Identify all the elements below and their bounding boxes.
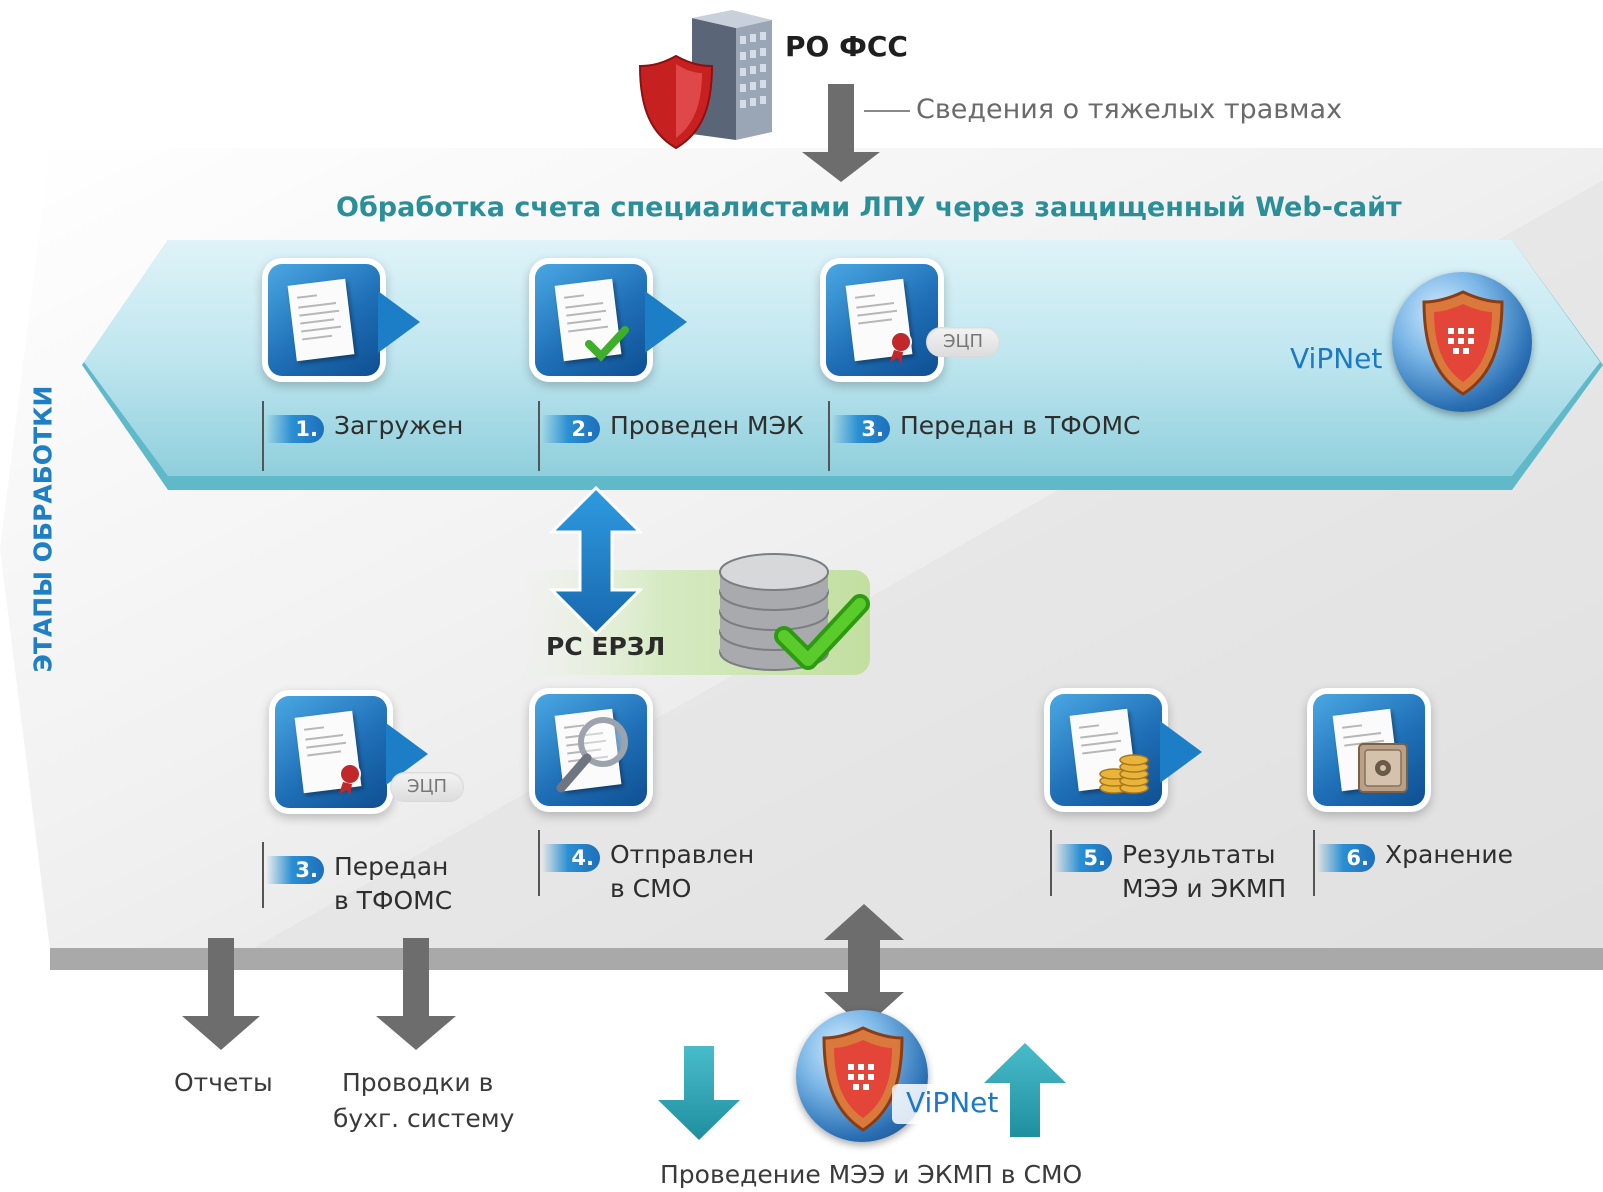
smo-vipnet-label: ViPNet bbox=[906, 1086, 999, 1119]
arrow-from-fss bbox=[802, 84, 880, 182]
shield-icon bbox=[636, 52, 716, 152]
arrow-smo-exchange bbox=[824, 904, 904, 1028]
ecp-badge: ЭЦП bbox=[926, 327, 1000, 357]
step-2-pointer bbox=[645, 291, 687, 353]
bottom-step-5: 5. Результаты МЭЭ и ЭКМП bbox=[1050, 830, 1290, 903]
output-postings-line2: бухг. систему bbox=[333, 1104, 515, 1133]
side-label: ЭТАПЫ ОБРАБОТКИ bbox=[28, 385, 58, 673]
source-note: Сведения о тяжелых травмах bbox=[916, 94, 1343, 125]
step-number: 6. bbox=[1317, 844, 1375, 872]
bottom-step-5-pointer bbox=[1160, 721, 1202, 783]
vipnet-globe-icon bbox=[1392, 272, 1532, 412]
step-number: 4. bbox=[542, 844, 600, 872]
step-label: Загружен bbox=[334, 411, 464, 440]
step-label-line2: в СМО bbox=[610, 874, 692, 903]
document-seal-icon bbox=[275, 696, 387, 808]
source-title: РО ФСС bbox=[785, 30, 908, 63]
bottom-step-6: 6. Хранение bbox=[1313, 830, 1533, 896]
vipnet-label: ViPNet bbox=[1290, 342, 1383, 375]
step-number: 5. bbox=[1054, 844, 1112, 872]
processing-title: Обработка счета специалистами ЛПУ через … bbox=[336, 192, 1402, 223]
step-number: 3. bbox=[832, 415, 890, 443]
document-magnifier-icon bbox=[535, 694, 647, 806]
step-number: 2. bbox=[542, 415, 600, 443]
document-check-icon bbox=[535, 264, 647, 376]
arrow-to-postings bbox=[376, 938, 456, 1050]
document-coins-icon bbox=[1050, 694, 1162, 806]
registry-label: РС ЕРЗЛ bbox=[546, 632, 666, 661]
step-label: Проведен МЭК bbox=[610, 411, 804, 440]
bottom-step-4: 4. Отправлен в СМО bbox=[538, 830, 768, 903]
document-seal-icon bbox=[826, 264, 938, 376]
top-step-1: 1. Загружен bbox=[262, 401, 482, 471]
arrow-smo-up bbox=[984, 1043, 1066, 1137]
top-step-3: 3. Передан в ТФОМС bbox=[828, 401, 1148, 471]
step-number: 1. bbox=[266, 415, 324, 443]
document-icon bbox=[268, 264, 380, 376]
step-label-line2: МЭЭ и ЭКМП bbox=[1122, 874, 1287, 903]
output-reports: Отчеты bbox=[174, 1068, 273, 1097]
arrow-to-reports bbox=[182, 938, 260, 1050]
step-label-line1: Передан bbox=[334, 852, 449, 881]
top-step-2: 2. Проведен МЭК bbox=[538, 401, 804, 471]
safe-icon bbox=[1313, 694, 1425, 806]
arrow-band-registry bbox=[548, 485, 644, 637]
smo-caption: Проведение МЭЭ и ЭКМП в СМО bbox=[660, 1160, 1083, 1189]
smo-vipnet-label-bg bbox=[892, 1084, 1002, 1124]
output-postings-line1: Проводки в bbox=[342, 1068, 494, 1097]
vipnet-globe-icon bbox=[796, 1010, 928, 1142]
database-check-icon bbox=[712, 548, 872, 688]
bottom-step-3: 3. Передан в ТФОМС bbox=[262, 842, 482, 915]
step-label: Передан в ТФОМС bbox=[900, 411, 1141, 440]
step-number: 3. bbox=[266, 856, 324, 884]
ecp-badge: ЭЦП bbox=[390, 772, 464, 802]
step-1-pointer bbox=[378, 291, 420, 353]
panel-bottom-edge bbox=[50, 948, 1603, 970]
step-label-line1: Хранение bbox=[1385, 840, 1514, 869]
arrow-smo-down bbox=[658, 1046, 740, 1140]
step-label-line2: в ТФОМС bbox=[334, 886, 453, 915]
step-label-line1: Отправлен bbox=[610, 840, 755, 869]
step-label-line1: Результаты bbox=[1122, 840, 1276, 869]
